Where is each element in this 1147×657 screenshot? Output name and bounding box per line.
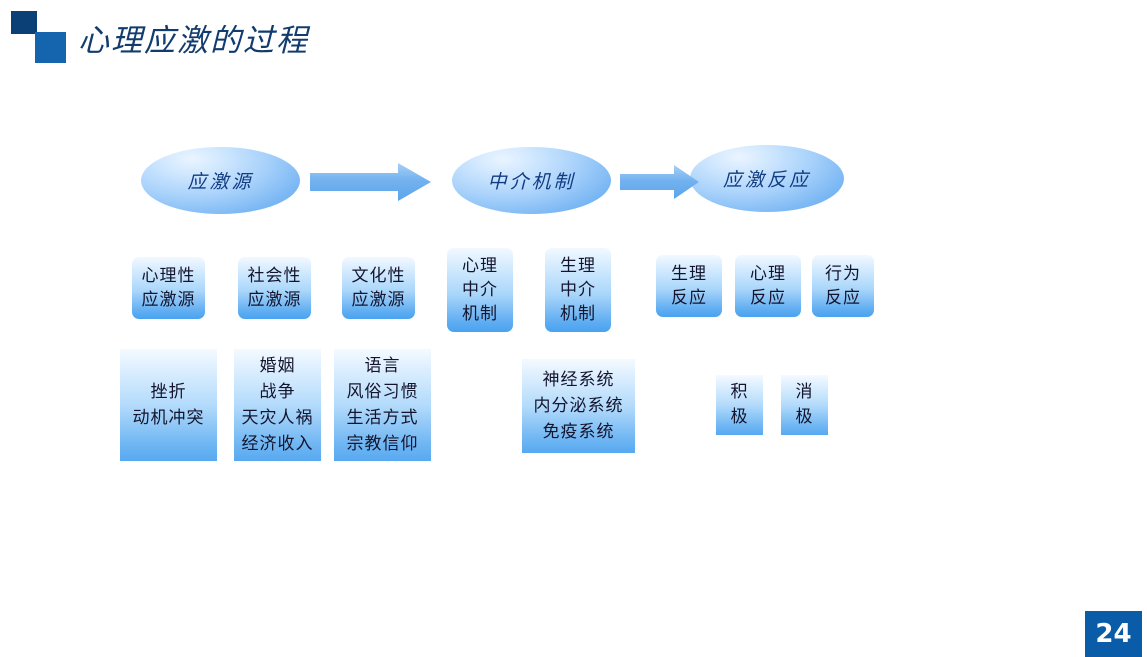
- category-line: 应激源: [141, 290, 196, 310]
- flow-stage-response-label: 应激反应: [722, 169, 811, 191]
- category-line: 反应: [825, 288, 861, 308]
- category-line: 行为: [825, 264, 861, 284]
- detail-line: 动机冲突: [132, 408, 205, 428]
- flow-stage-mediator: 中介机制: [452, 147, 611, 214]
- detail-line: 极: [730, 407, 749, 427]
- detail-box-cultural-stressor: 语言 风俗习惯 生活方式 宗教信仰: [334, 349, 431, 461]
- page-number-text: 24: [1095, 619, 1132, 649]
- category-line: 社会性: [247, 266, 302, 286]
- detail-line: 极: [795, 407, 814, 427]
- category-box-psych-stressor: 心理性 应激源: [132, 257, 205, 319]
- category-line: 生理: [560, 256, 596, 276]
- detail-line: 宗教信仰: [346, 434, 419, 454]
- detail-line: 神经系统: [542, 370, 615, 390]
- detail-line: 风俗习惯: [346, 382, 419, 402]
- category-line: 机制: [462, 304, 498, 324]
- category-line: 反应: [750, 288, 786, 308]
- detail-box-negative-response: 消 极: [781, 375, 828, 435]
- category-line: 应激源: [351, 290, 406, 310]
- detail-box-social-stressor: 婚姻 战争 天灾人祸 经济收入: [234, 349, 321, 461]
- category-line: 文化性: [351, 266, 406, 286]
- flow-stage-response: 应激反应: [690, 145, 844, 212]
- category-line: 心理: [750, 264, 786, 284]
- detail-line: 内分泌系统: [533, 396, 624, 416]
- detail-box-positive-response: 积 极: [716, 375, 763, 435]
- detail-line: 积: [730, 382, 749, 402]
- detail-line: 战争: [259, 382, 296, 402]
- category-box-cultural-stressor: 文化性 应激源: [342, 257, 415, 319]
- category-box-psych-response: 心理 反应: [735, 255, 801, 317]
- category-line: 心理性: [141, 266, 196, 286]
- category-box-physio-mediator: 生理 中介 机制: [545, 248, 611, 332]
- category-box-psych-mediator: 心理 中介 机制: [447, 248, 513, 332]
- detail-line: 挫折: [150, 382, 187, 402]
- page-number-badge: 24: [1085, 611, 1142, 657]
- page-title: 心理应激的过程: [78, 23, 309, 59]
- category-line: 机制: [560, 304, 596, 324]
- title-decoration-square-light: [35, 32, 66, 63]
- category-line: 反应: [671, 288, 707, 308]
- category-line: 心理: [462, 256, 498, 276]
- category-line: 中介: [462, 280, 498, 300]
- flow-stage-stressor-label: 应激源: [187, 171, 254, 193]
- flow-stage-stressor: 应激源: [141, 147, 300, 214]
- detail-line: 生活方式: [346, 408, 419, 428]
- detail-box-psych-stressor: 挫折 动机冲突: [120, 349, 217, 461]
- category-box-physio-response: 生理 反应: [656, 255, 722, 317]
- flow-arrow-right-icon-secondary: [620, 165, 699, 199]
- detail-line: 消: [795, 382, 814, 402]
- flow-arrow-right-icon: [310, 163, 431, 201]
- detail-line: 免疫系统: [542, 422, 615, 442]
- flow-stage-mediator-label: 中介机制: [487, 171, 576, 193]
- category-box-behavioral-response: 行为 反应: [812, 255, 874, 317]
- detail-line: 天灾人祸: [241, 408, 314, 428]
- detail-box-physio-mediator: 神经系统 内分泌系统 免疫系统: [522, 359, 635, 453]
- detail-line: 婚姻: [259, 356, 296, 376]
- category-line: 生理: [671, 264, 707, 284]
- category-box-social-stressor: 社会性 应激源: [238, 257, 311, 319]
- title-decoration-square-dark: [11, 11, 37, 34]
- category-line: 中介: [560, 280, 596, 300]
- detail-line: 经济收入: [241, 434, 314, 454]
- detail-line: 语言: [364, 356, 401, 376]
- category-line: 应激源: [247, 290, 302, 310]
